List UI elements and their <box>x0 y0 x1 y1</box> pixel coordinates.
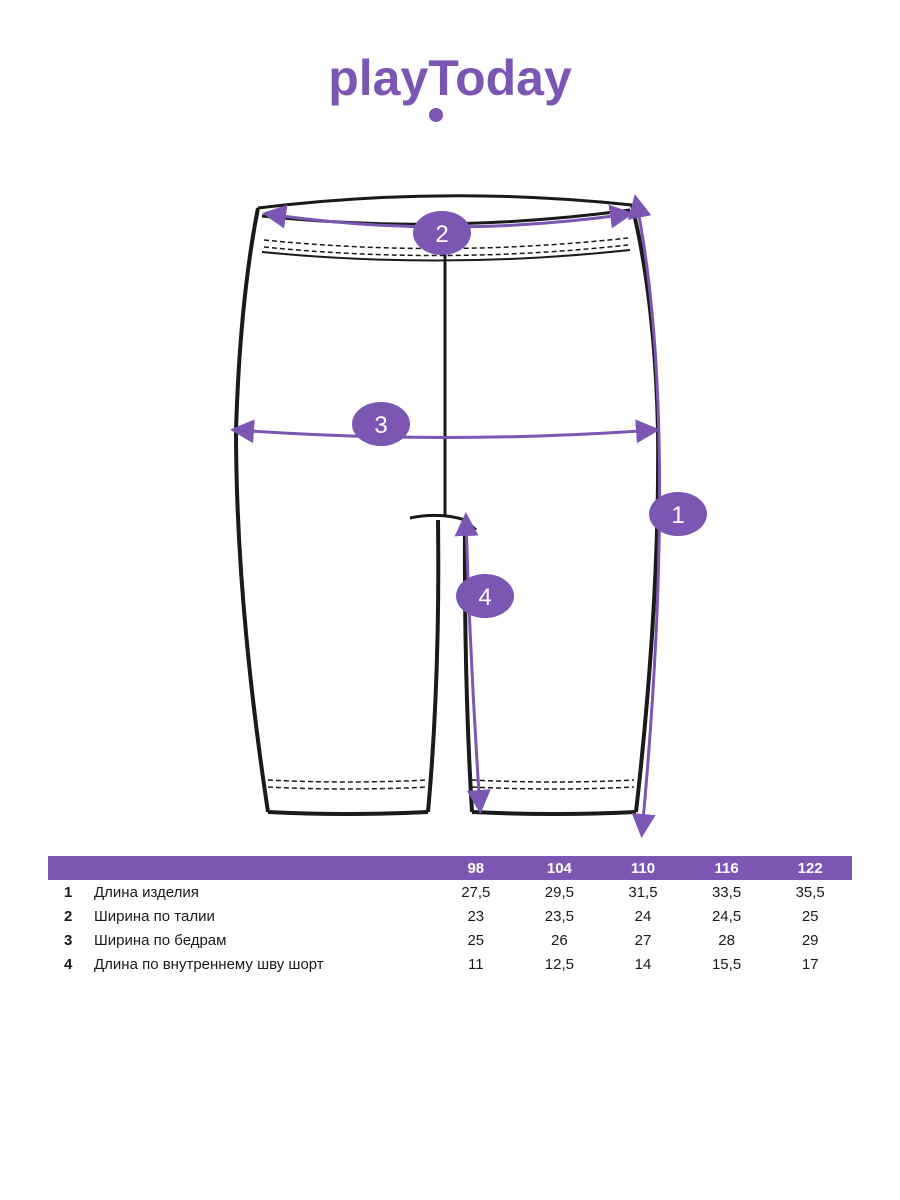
size-header-row: 98 104 110 116 122 <box>48 856 852 880</box>
value-cell: 23,5 <box>544 907 574 925</box>
measurement-name: Ширина по талии <box>94 907 215 925</box>
waistband-seam <box>261 249 631 262</box>
measurement-name: Ширина по бедрам <box>94 931 227 949</box>
value-cell: 27 <box>634 931 652 949</box>
value-cell: 24 <box>634 907 652 925</box>
measurement-diagram: 2 3 1 4 <box>230 194 707 838</box>
size-header-104: 104 <box>546 859 572 877</box>
value-cell: 29,5 <box>544 883 574 901</box>
stitching-lines <box>263 237 635 790</box>
brand-logo-text: playToday <box>328 50 572 106</box>
table-row: 2 Ширина по талии 23 23,5 24 24,5 25 <box>48 904 852 928</box>
table-row: 1 Длина изделия 27,5 29,5 31,5 33,5 35,5 <box>48 880 852 904</box>
size-header-116: 116 <box>714 859 739 877</box>
row-number: 4 <box>64 955 73 973</box>
value-cell: 25 <box>467 931 485 949</box>
value-cell: 25 <box>801 907 819 925</box>
marker-badge-1: 1 <box>649 492 707 536</box>
value-cell: 27,5 <box>461 883 491 901</box>
marker-label-2: 2 <box>435 221 448 248</box>
table-row: 4 Длина по внутреннему шву шорт 11 12,5 … <box>48 952 852 976</box>
shorts-outline-icon <box>234 194 661 816</box>
value-cell: 33,5 <box>711 883 742 901</box>
header-blank-num <box>48 856 94 880</box>
measure-line-inseam <box>454 512 491 814</box>
row-number: 2 <box>64 907 73 925</box>
marker-badge-3: 3 <box>352 402 410 446</box>
value-cell: 23 <box>467 907 485 925</box>
value-cell: 28 <box>718 931 735 949</box>
size-header-122: 122 <box>797 859 823 877</box>
size-table: 98 104 110 116 122 1 Длина изделия 27,5 … <box>48 856 852 976</box>
row-number: 3 <box>64 931 73 949</box>
header-blank-name <box>94 856 434 880</box>
marker-badge-4: 4 <box>456 574 514 618</box>
brand-logo: playToday <box>328 50 572 122</box>
brand-logo-dot-icon <box>429 108 443 122</box>
value-cell: 29 <box>801 931 819 949</box>
measure-line-length <box>627 194 662 838</box>
measurement-name: Длина изделия <box>94 883 199 901</box>
value-cell: 26 <box>551 931 568 949</box>
value-cell: 24,5 <box>711 907 742 925</box>
table-row: 3 Ширина по бедрам 25 26 27 28 29 <box>48 928 852 952</box>
measurement-name: Длина по внутреннему шву шорт <box>94 955 324 973</box>
value-cell: 11 <box>468 955 484 973</box>
marker-badge-2: 2 <box>413 211 471 255</box>
marker-label-3: 3 <box>374 412 387 439</box>
size-header-110: 110 <box>630 859 656 877</box>
marker-label-1: 1 <box>671 502 684 529</box>
value-cell: 17 <box>801 955 819 973</box>
measure-line-hip <box>230 419 660 444</box>
row-number: 1 <box>64 883 73 901</box>
size-header-98: 98 <box>467 859 485 877</box>
value-cell: 15,5 <box>711 955 742 973</box>
marker-label-4: 4 <box>478 584 491 611</box>
value-cell: 31,5 <box>628 883 658 901</box>
value-cell: 14 <box>634 955 652 973</box>
value-cell: 12,5 <box>544 955 574 973</box>
value-cell: 35,5 <box>795 883 825 901</box>
